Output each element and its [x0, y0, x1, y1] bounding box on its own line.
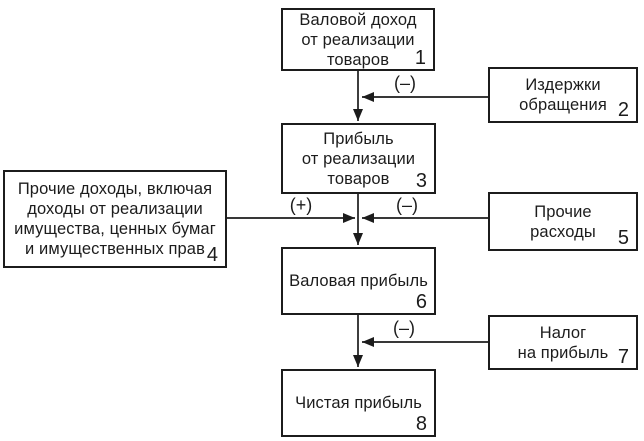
node-sales-profit: Прибыль от реализации товаров 3: [281, 123, 436, 194]
node-number: 8: [415, 413, 427, 435]
node-label: Валовой доход от реализации товаров: [299, 10, 417, 69]
node-number: 5: [617, 227, 629, 249]
node-income-tax: Налог на прибыль 7: [488, 315, 638, 370]
node-gross-profit: Валовая прибыль 6: [281, 247, 436, 315]
node-other-expenses: Прочие расходы 5: [488, 192, 638, 251]
node-number: 6: [415, 291, 427, 313]
node-label: Прибыль от реализации товаров: [301, 129, 416, 188]
node-number: 2: [617, 99, 629, 121]
node-label: Валовая прибыль: [289, 272, 428, 290]
node-number: 3: [415, 170, 427, 192]
operator-plus-label: (+): [287, 195, 315, 215]
operator-minus-label: (–): [392, 73, 418, 93]
node-number: 1: [414, 47, 426, 69]
node-number: 4: [206, 244, 218, 266]
node-label: Налог на прибыль: [517, 323, 609, 362]
node-number: 7: [617, 346, 629, 368]
operator-minus-label: (–): [394, 195, 420, 215]
node-net-profit: Чистая прибыль 8: [281, 369, 436, 437]
node-gross-revenue: Валовой доход от реализации товаров 1: [281, 8, 435, 71]
node-distribution-costs: Издержки обращения 2: [488, 67, 638, 123]
node-other-income: Прочие доходы, включая доходы от реализа…: [3, 170, 227, 268]
operator-minus-label: (–): [391, 318, 417, 338]
node-label: Чистая прибыль: [295, 394, 422, 412]
node-label: Прочие доходы, включая доходы от реализа…: [14, 180, 216, 258]
node-label: Издержки обращения: [519, 76, 607, 114]
node-label: Прочие расходы: [530, 202, 596, 241]
